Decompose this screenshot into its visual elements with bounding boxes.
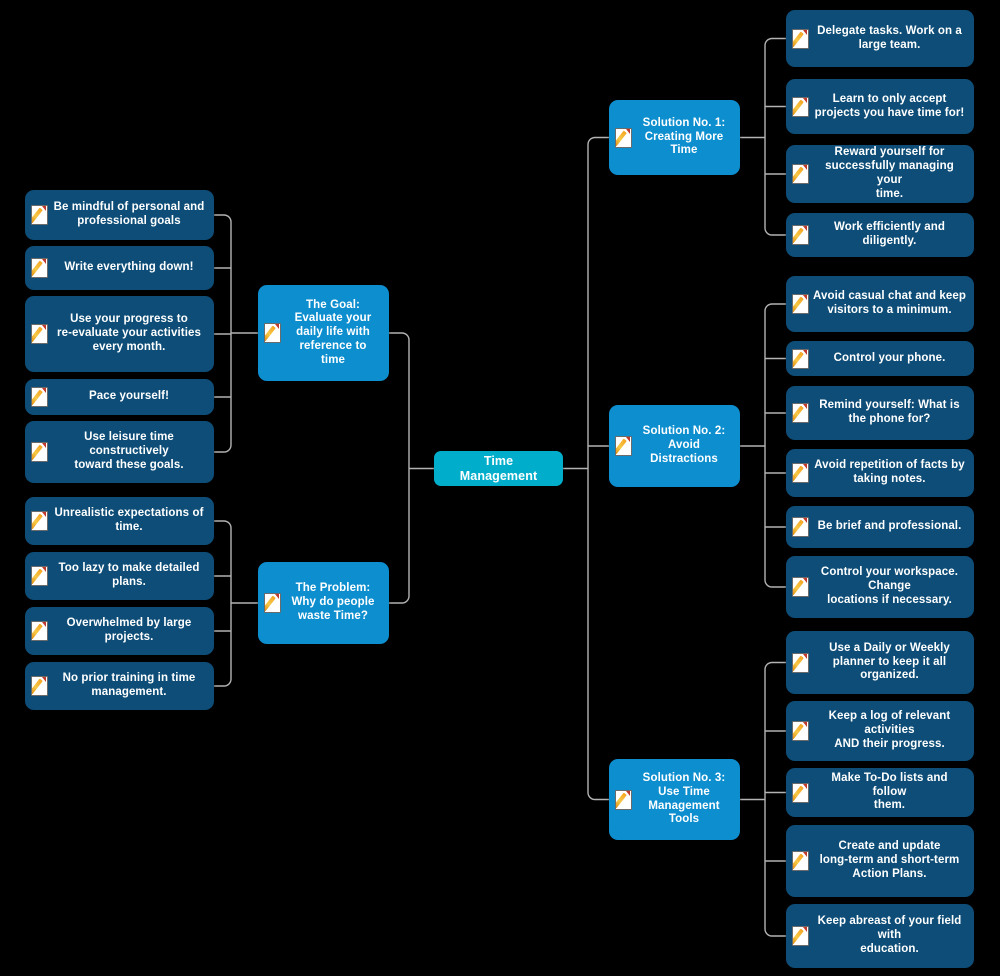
note-pencil-icon	[31, 387, 48, 407]
leaf-node-left-1-4-label: Pace yourself!	[88, 390, 170, 403]
leaf-node-right-2-6[interactable]: Control your workspace. Change locations…	[786, 556, 974, 618]
hub-node-right-3[interactable]: Solution No. 3: Use Time Management Tool…	[609, 759, 740, 840]
leaf-node-right-2-5-label: Be brief and professional.	[817, 520, 962, 533]
leaf-node-right-1-2[interactable]: Learn to only accept projects you have t…	[786, 79, 974, 134]
note-pencil-icon	[31, 258, 48, 278]
note-pencil-icon	[792, 28, 809, 49]
leaf-node-left-2-2-label: Too lazy to make detailed plans.	[58, 562, 200, 588]
note-pencil-icon	[615, 789, 632, 810]
leaf-node-right-1-2-label: Learn to only accept projects you have t…	[814, 92, 965, 119]
note-pencil-icon	[792, 348, 809, 369]
leaf-node-right-3-5-label: Keep abreast of your field with educatio…	[817, 915, 962, 955]
leaf-node-right-1-4-label: Work efficiently and diligently.	[833, 221, 946, 247]
leaf-node-left-2-1[interactable]: Unrealistic expectations of time.	[25, 497, 214, 545]
note-pencil-icon	[792, 577, 809, 597]
leaf-node-right-3-5[interactable]: Keep abreast of your field with educatio…	[786, 904, 974, 968]
note-pencil-icon	[31, 676, 48, 696]
note-pencil-icon	[31, 205, 48, 225]
hub-node-left-1[interactable]: The Goal: Evaluate your daily life with …	[258, 285, 389, 381]
leaf-node-right-2-2-label: Control your phone.	[833, 351, 946, 364]
leaf-node-right-2-3-label: Remind yourself: What is the phone for?	[819, 399, 960, 425]
leaf-node-right-3-1[interactable]: Use a Daily or Weekly planner to keep it…	[786, 631, 974, 694]
note-pencil-icon	[792, 463, 809, 483]
note-pencil-icon	[264, 323, 281, 343]
leaf-node-left-1-1[interactable]: Be mindful of personal and professional …	[25, 190, 214, 240]
note-pencil-icon	[792, 851, 809, 871]
leaf-node-left-1-5[interactable]: Use leisure time constructively toward t…	[25, 421, 214, 483]
hub-node-right-1[interactable]: Solution No. 1: Creating More Time	[609, 100, 740, 175]
leaf-node-right-3-4-label: Create and update long-term and short-te…	[819, 840, 960, 880]
leaf-node-right-3-3[interactable]: Make To-Do lists and follow them.	[786, 768, 974, 817]
leaf-node-right-2-2[interactable]: Control your phone.	[786, 341, 974, 376]
note-pencil-icon	[792, 926, 809, 946]
leaf-node-left-1-2[interactable]: Write everything down!	[25, 246, 214, 290]
leaf-node-right-2-1-label: Avoid casual chat and keep visitors to a…	[813, 290, 967, 316]
hub-node-left-1-label: The Goal: Evaluate your daily life with …	[294, 298, 372, 366]
note-pencil-icon	[792, 294, 809, 314]
note-pencil-icon	[31, 442, 48, 462]
hub-node-right-3-label: Solution No. 3: Use Time Management Tool…	[642, 771, 726, 826]
note-pencil-icon	[615, 436, 632, 456]
leaf-node-right-2-5[interactable]: Be brief and professional.	[786, 506, 974, 548]
leaf-node-right-3-1-label: Use a Daily or Weekly planner to keep it…	[829, 641, 950, 682]
note-pencil-icon	[792, 652, 809, 673]
hub-node-right-1-label: Solution No. 1: Creating More Time	[642, 116, 726, 157]
leaf-node-left-1-3-label: Use your progress to re-evaluate your ac…	[57, 313, 201, 353]
leaf-node-right-2-6-label: Control your workspace. Change locations…	[820, 566, 959, 606]
hub-node-right-2[interactable]: Solution No. 2: Avoid Distractions	[609, 405, 740, 487]
note-pencil-icon	[31, 511, 48, 531]
root-node-time-management-label: Time Management	[459, 453, 538, 483]
leaf-node-left-2-2[interactable]: Too lazy to make detailed plans.	[25, 552, 214, 600]
note-pencil-icon	[31, 621, 48, 641]
leaf-node-right-2-4[interactable]: Avoid repetition of facts by taking note…	[786, 449, 974, 497]
leaf-node-right-2-3[interactable]: Remind yourself: What is the phone for?	[786, 386, 974, 440]
leaf-node-right-1-3[interactable]: Reward yourself for successfully managin…	[786, 145, 974, 203]
leaf-node-right-3-2[interactable]: Keep a log of relevant activities AND th…	[786, 701, 974, 761]
leaf-node-left-1-1-label: Be mindful of personal and professional …	[53, 201, 205, 227]
note-pencil-icon	[264, 593, 281, 613]
leaf-node-right-3-3-label: Make To-Do lists and follow them.	[831, 771, 948, 812]
note-pencil-icon	[792, 96, 809, 117]
leaf-node-left-1-4[interactable]: Pace yourself!	[25, 379, 214, 415]
note-pencil-icon	[31, 566, 48, 586]
leaf-node-right-1-3-label: Reward yourself for successfully managin…	[825, 146, 954, 200]
note-pencil-icon	[792, 721, 809, 741]
leaf-node-right-1-1-label: Delegate tasks. Work on a large team.	[817, 24, 962, 51]
note-pencil-icon	[792, 517, 809, 537]
leaf-node-left-2-4[interactable]: No prior training in time management.	[25, 662, 214, 710]
leaf-node-left-1-3[interactable]: Use your progress to re-evaluate your ac…	[25, 296, 214, 372]
note-pencil-icon	[792, 164, 809, 184]
leaf-node-left-2-1-label: Unrealistic expectations of time.	[54, 507, 204, 533]
leaf-node-right-3-4[interactable]: Create and update long-term and short-te…	[786, 825, 974, 897]
leaf-node-right-3-2-label: Keep a log of relevant activities AND th…	[828, 710, 951, 750]
leaf-node-right-2-1[interactable]: Avoid casual chat and keep visitors to a…	[786, 276, 974, 332]
leaf-node-left-2-3[interactable]: Overwhelmed by large projects.	[25, 607, 214, 655]
root-node-time-management[interactable]: Time Management	[434, 451, 563, 486]
hub-node-left-2-label: The Problem: Why do people waste Time?	[291, 582, 375, 622]
note-pencil-icon	[615, 127, 632, 148]
leaf-node-left-2-4-label: No prior training in time management.	[62, 672, 196, 698]
leaf-node-right-1-4[interactable]: Work efficiently and diligently.	[786, 213, 974, 257]
note-pencil-icon	[792, 403, 809, 423]
leaf-node-left-1-2-label: Write everything down!	[64, 261, 194, 274]
leaf-node-left-2-3-label: Overwhelmed by large projects.	[66, 617, 192, 643]
hub-node-left-2[interactable]: The Problem: Why do people waste Time?	[258, 562, 389, 644]
leaf-node-right-1-1[interactable]: Delegate tasks. Work on a large team.	[786, 10, 974, 67]
note-pencil-icon	[792, 225, 809, 245]
leaf-node-left-1-5-label: Use leisure time constructively toward t…	[74, 431, 184, 471]
note-pencil-icon	[31, 324, 48, 344]
leaf-node-right-2-4-label: Avoid repetition of facts by taking note…	[814, 459, 965, 485]
note-pencil-icon	[792, 782, 809, 803]
hub-node-right-2-label: Solution No. 2: Avoid Distractions	[642, 425, 726, 465]
